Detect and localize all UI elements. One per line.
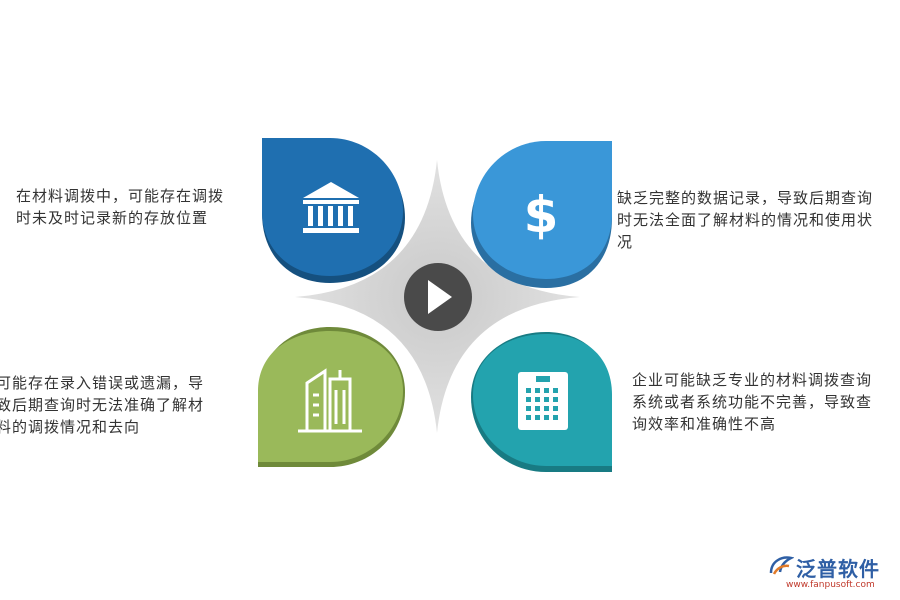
logo-name: 泛普软件 [796,557,880,581]
text-line: 时无法全面了解材料的情况和使用状 [617,211,874,229]
text-line: 询效率和准确性不高 [632,415,777,433]
text-line: 可能存在录入错误或遗漏，导 [0,374,205,392]
bank-icon [303,182,359,233]
text-line: 系统或者系统功能不完善，导致查 [632,393,873,411]
text-line: 致后期查询时无法准确了解材 [0,396,205,414]
buildings-icon [298,368,362,433]
petal-top-right-fill [473,141,612,279]
text-line: 在材料调拨中，可能存在调拨 [16,187,225,205]
text-line: 缺乏完整的数据记录，导致后期查询 [617,189,874,207]
item-text-top-left: 在材料调拨中，可能存在调拨 时未及时记录新的存放位置 [16,185,224,229]
petal-top-right [471,141,612,288]
text-line: 时未及时记录新的存放位置 [16,209,209,227]
text-line: 况 [617,233,634,251]
item-text-bottom-right: 企业可能缺乏专业的材料调拨查询 系统或者系统功能不完善，导致查 询效率和准确性不… [632,369,872,435]
play-icon[interactable] [404,263,472,331]
logo-url: www.fanpusoft.com [786,580,875,590]
brand-logo: 泛普软件 www.fanpusoft.com [768,553,898,597]
item-text-top-right: 缺乏完整的数据记录，导致后期查询 时无法全面了解材料的情况和使用状 况 [617,187,873,253]
logo-icon [769,556,794,575]
text-line: 料的调拨情况和去向 [0,418,141,436]
text-line: 企业可能缺乏专业的材料调拨查询 [632,371,873,389]
dollar-icon: $ [524,186,559,244]
office-building-icon [518,372,568,430]
petal-top-left [262,138,405,283]
item-text-bottom-left: 可能存在录入错误或遗漏，导 致后期查询时无法准确了解材 料的调拨情况和去向 [0,372,204,438]
